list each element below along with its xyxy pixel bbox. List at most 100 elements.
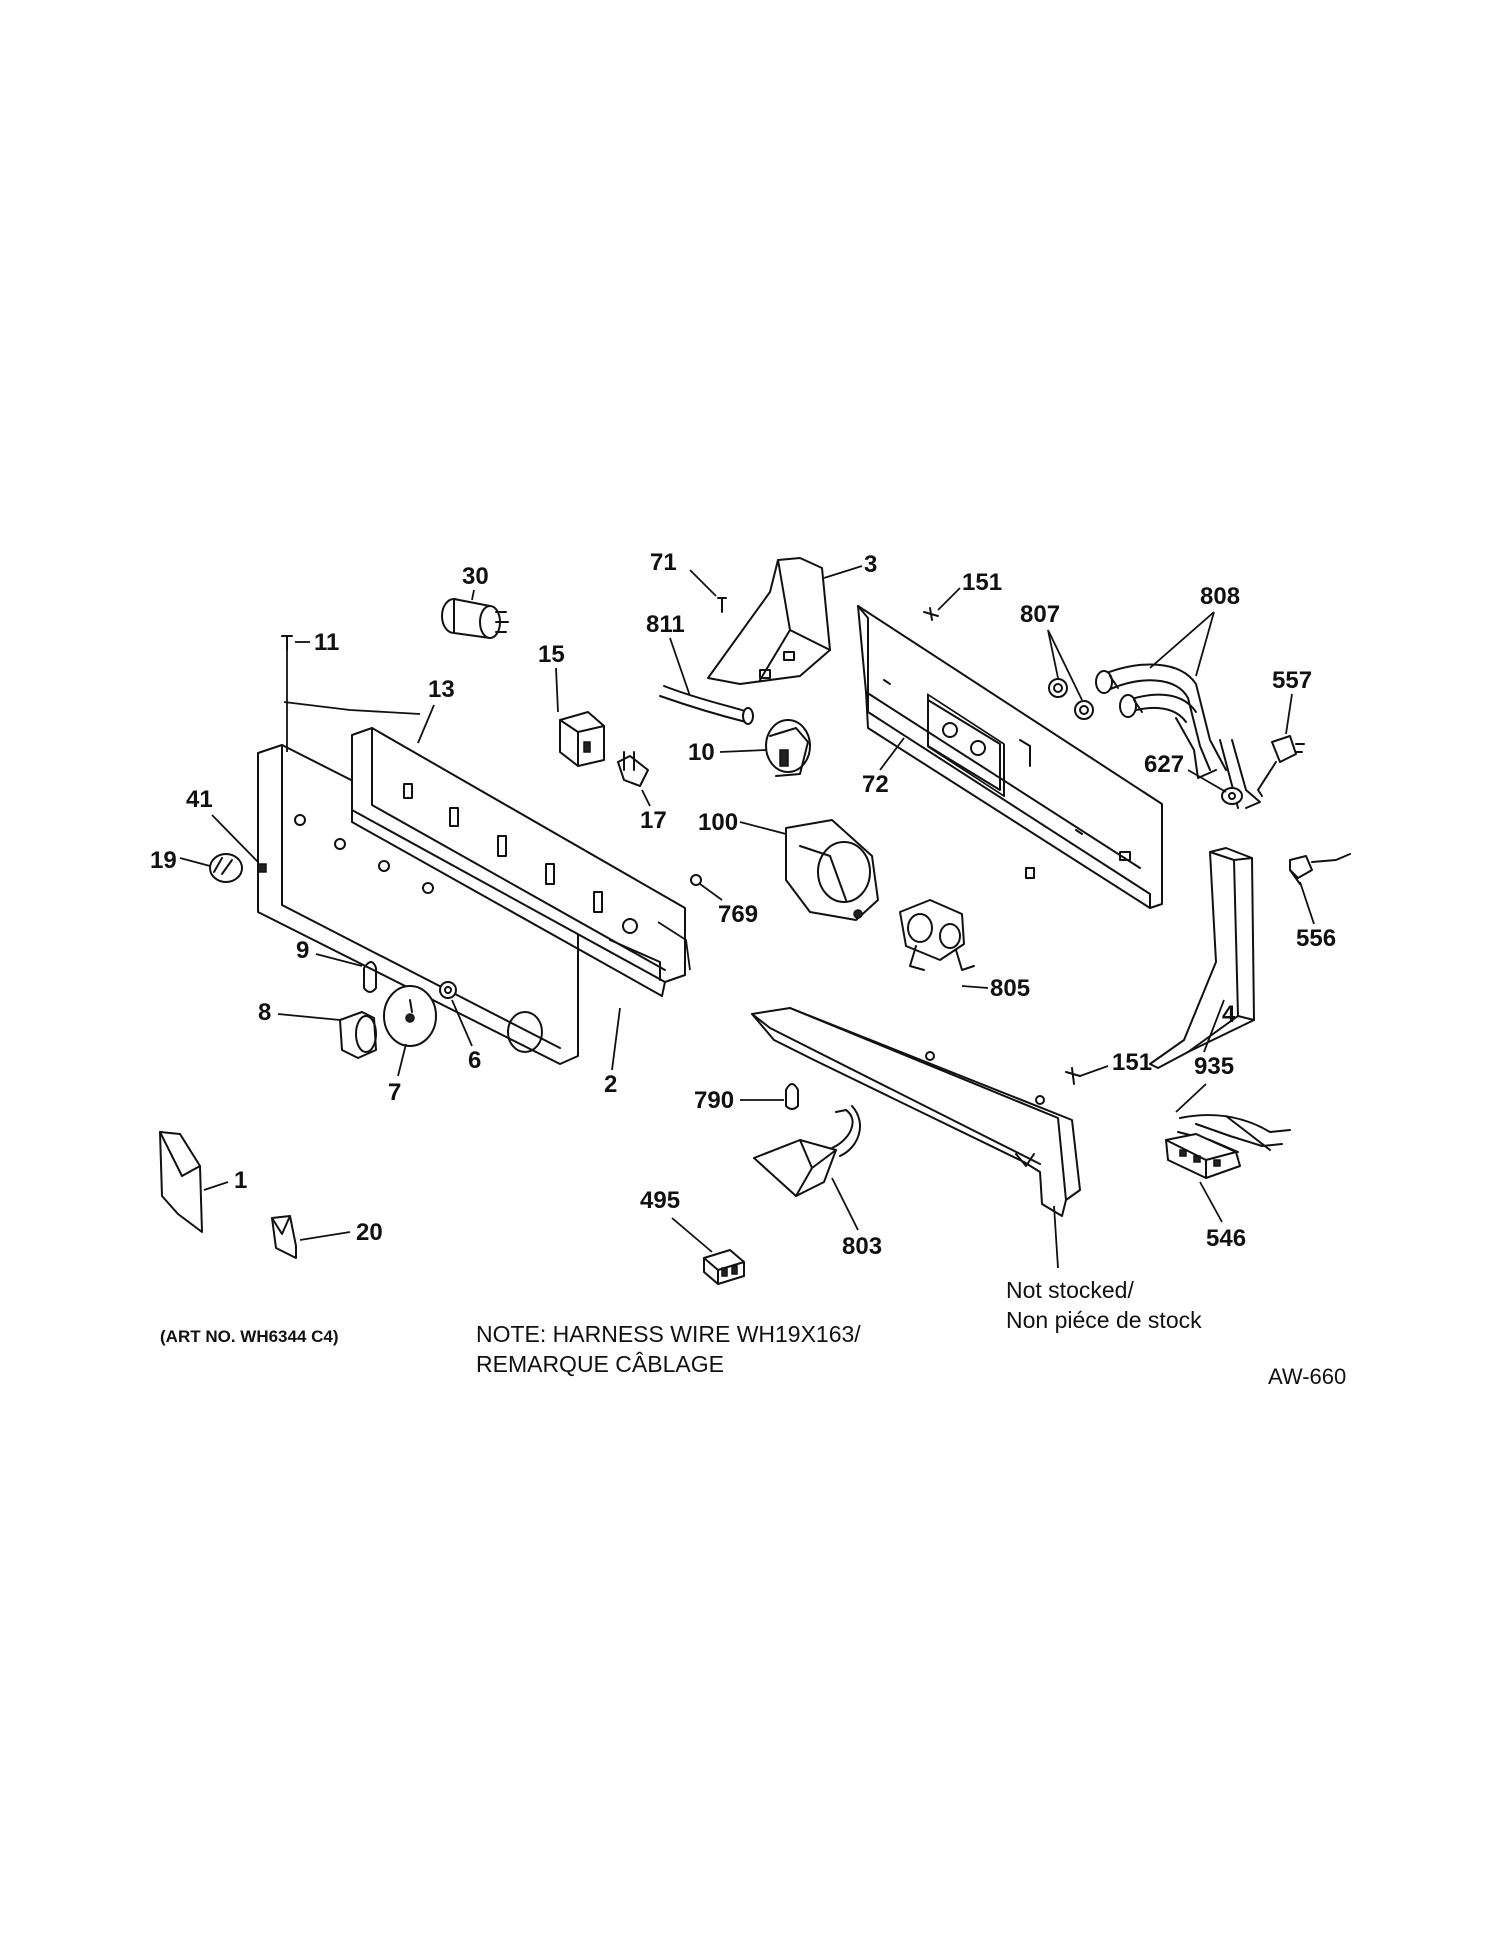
part-4-end-cap[interactable] xyxy=(1149,847,1255,1069)
part-808-fill-hoses[interactable] xyxy=(1095,663,1261,809)
part-3-housing-bracket[interactable] xyxy=(707,557,831,685)
svg-text:495: 495 xyxy=(640,1187,680,1214)
callout-11: 11 xyxy=(295,629,339,656)
part-20-literature[interactable] xyxy=(271,1215,297,1259)
art-number: (ART NO. WH6344 C4) xyxy=(160,1327,339,1346)
svg-text:8: 8 xyxy=(258,999,271,1026)
callout-8: 8 xyxy=(258,999,341,1026)
part-9-spring-clip[interactable] xyxy=(363,961,377,993)
svg-text:19: 19 xyxy=(150,847,177,874)
svg-text:41: 41 xyxy=(186,786,213,813)
svg-text:805: 805 xyxy=(990,975,1030,1002)
part-10-pressure-switch[interactable] xyxy=(765,719,811,777)
part-72-backsplash[interactable] xyxy=(857,605,1163,909)
svg-text:627: 627 xyxy=(1144,751,1184,778)
svg-text:2: 2 xyxy=(604,1071,617,1098)
svg-text:100: 100 xyxy=(698,809,738,836)
part-41-clip[interactable] xyxy=(257,863,267,873)
callout-627: 627 xyxy=(1144,751,1227,793)
callout-935: 935 xyxy=(1175,1053,1234,1113)
callout-546: 546 xyxy=(1199,1181,1246,1252)
part-556-lid-switch[interactable] xyxy=(1289,853,1351,885)
not-stocked-line-1: Not stocked/ xyxy=(1006,1277,1134,1303)
svg-text:11: 11 xyxy=(314,629,339,656)
callout-807: 807 xyxy=(1020,601,1083,701)
callout-805: 805 xyxy=(961,975,1030,1002)
harness-note-line-1: NOTE: HARNESS WIRE WH19X163/ xyxy=(476,1321,861,1347)
callout-3: 3 xyxy=(823,551,877,579)
part-807-washer-a[interactable] xyxy=(1048,678,1068,698)
svg-text:556: 556 xyxy=(1296,925,1336,952)
svg-text:546: 546 xyxy=(1206,1225,1246,1252)
svg-text:790: 790 xyxy=(694,1087,734,1114)
part-15-switch[interactable] xyxy=(559,711,605,767)
svg-text:7: 7 xyxy=(388,1079,401,1106)
svg-text:1: 1 xyxy=(234,1167,247,1194)
svg-text:803: 803 xyxy=(842,1233,882,1260)
part-769-screw[interactable] xyxy=(690,874,702,886)
callout-15: 15 xyxy=(538,641,565,713)
not-stocked-leader xyxy=(1053,1205,1059,1269)
part-19-knob[interactable] xyxy=(209,853,243,883)
svg-text:151: 151 xyxy=(1112,1049,1152,1076)
not-stocked-line-2: Non piéce de stock xyxy=(1006,1307,1202,1333)
part-495-connector[interactable] xyxy=(703,1249,745,1285)
callout-151-bottom: 151 xyxy=(1079,1049,1152,1077)
svg-text:3: 3 xyxy=(864,551,877,578)
svg-text:17: 17 xyxy=(640,807,667,834)
part-790-clip[interactable] xyxy=(785,1083,799,1110)
part-6-nut[interactable] xyxy=(439,981,457,999)
part-151-screw-bottom[interactable] xyxy=(1065,1067,1081,1085)
callout-808: 808 xyxy=(1149,583,1240,677)
part-100-timer[interactable] xyxy=(785,819,879,921)
callout-6: 6 xyxy=(451,999,481,1074)
harness-note-line-2: REMARQUE CÂBLAGE xyxy=(476,1351,724,1377)
frame-outline-line xyxy=(657,921,691,971)
svg-text:20: 20 xyxy=(356,1219,383,1246)
svg-text:935: 935 xyxy=(1194,1053,1234,1080)
svg-text:808: 808 xyxy=(1200,583,1240,610)
svg-text:557: 557 xyxy=(1272,667,1312,694)
part-17-clip[interactable] xyxy=(617,751,649,787)
part-803-hose-assembly[interactable] xyxy=(753,1105,861,1197)
part-805-water-valve[interactable] xyxy=(899,899,975,971)
callout-30: 30 xyxy=(462,563,489,601)
part-627-strain-relief[interactable] xyxy=(1221,787,1243,805)
svg-text:151: 151 xyxy=(962,569,1002,596)
part-13-control-panel[interactable] xyxy=(257,744,579,1065)
callout-557: 557 xyxy=(1272,667,1312,735)
callout-1: 1 xyxy=(203,1167,247,1194)
callout-71: 71 xyxy=(650,549,717,597)
part-1-literature[interactable] xyxy=(159,1131,203,1233)
svg-text:9: 9 xyxy=(296,937,309,964)
drawing-code: AW-660 xyxy=(1268,1364,1346,1389)
svg-text:807: 807 xyxy=(1020,601,1060,628)
part-2-panel-frame[interactable] xyxy=(351,727,686,997)
part-557-power-cord[interactable] xyxy=(1257,735,1305,797)
part-30-capacitor[interactable] xyxy=(441,598,509,639)
part-8-knob[interactable] xyxy=(339,1011,377,1059)
part-151-screw-top[interactable] xyxy=(923,607,939,621)
svg-text:13: 13 xyxy=(428,676,455,703)
part-11-screw[interactable] xyxy=(281,635,293,651)
svg-text:15: 15 xyxy=(538,641,565,668)
svg-text:6: 6 xyxy=(468,1047,481,1074)
svg-text:811: 811 xyxy=(646,611,685,638)
callout-811: 811 xyxy=(646,611,691,697)
callout-9: 9 xyxy=(296,937,363,967)
part-807-washer-b[interactable] xyxy=(1074,700,1094,720)
part-base-rail-not-stocked[interactable] xyxy=(751,1007,1081,1217)
part-811-hose[interactable] xyxy=(659,685,754,725)
svg-text:72: 72 xyxy=(862,771,889,798)
callout-10: 10 xyxy=(688,739,767,766)
part-71-screw[interactable] xyxy=(717,597,727,613)
callout-100: 100 xyxy=(698,809,787,836)
callout-769: 769 xyxy=(699,883,758,928)
svg-text:4: 4 xyxy=(1222,1001,1236,1028)
callout-151-top: 151 xyxy=(937,569,1002,611)
callout-495: 495 xyxy=(640,1187,713,1253)
part-7-dial[interactable] xyxy=(383,985,437,1047)
callout-13: 13 xyxy=(283,650,455,752)
part-546-harness-connector[interactable] xyxy=(1165,1133,1241,1179)
